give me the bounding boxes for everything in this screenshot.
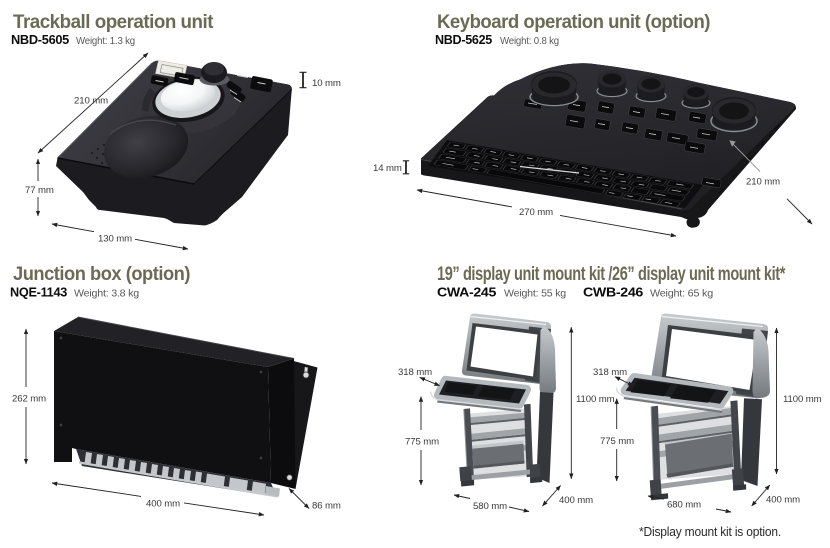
svg-text:*Display mount kit is option.: *Display mount kit is option. (639, 524, 781, 539)
svg-text:CWA-245: CWA-245 (437, 285, 496, 300)
svg-text:Junction box (option): Junction box (option) (13, 264, 190, 285)
svg-text:Weight: 0.8 kg: Weight: 0.8 kg (500, 35, 559, 47)
svg-text:NBD-5625: NBD-5625 (435, 32, 492, 47)
svg-text:775 mm: 775 mm (405, 437, 439, 448)
svg-text:19” display unit mount kit /26: 19” display unit mount kit /26” display … (437, 264, 786, 285)
svg-text:Weight: 3.8 kg: Weight: 3.8 kg (74, 288, 139, 300)
svg-text:Weight: 1.3 kg: Weight: 1.3 kg (76, 35, 135, 47)
svg-text:NQE-1143: NQE-1143 (10, 285, 67, 300)
svg-text:NBD-5605: NBD-5605 (11, 32, 69, 47)
svg-text:580 mm: 580 mm (473, 501, 507, 512)
svg-text:1100 mm: 1100 mm (576, 394, 615, 405)
svg-text:318 mm: 318 mm (398, 367, 432, 378)
svg-text:Weight: 65 kg: Weight: 65 kg (650, 288, 713, 300)
svg-text:86 mm: 86 mm (312, 501, 341, 512)
svg-text:400 mm: 400 mm (146, 499, 180, 510)
svg-text:Keyboard operation unit (optio: Keyboard operation unit (option) (437, 12, 710, 33)
svg-text:Trackball operation unit: Trackball operation unit (13, 12, 214, 33)
svg-text:775 mm: 775 mm (600, 436, 634, 447)
svg-text:680 mm: 680 mm (667, 500, 701, 511)
svg-text:210 mm: 210 mm (74, 96, 108, 107)
svg-text:400 mm: 400 mm (559, 495, 593, 506)
svg-text:77 mm: 77 mm (25, 185, 54, 196)
svg-text:262 mm: 262 mm (12, 394, 46, 405)
svg-text:14 mm: 14 mm (373, 163, 402, 174)
svg-text:10 mm: 10 mm (312, 78, 341, 89)
svg-text:270 mm: 270 mm (519, 207, 553, 218)
svg-text:130 mm: 130 mm (98, 234, 132, 245)
svg-text:400 mm: 400 mm (766, 495, 800, 506)
svg-text:CWB-246: CWB-246 (583, 285, 643, 300)
svg-text:318 mm: 318 mm (593, 367, 627, 378)
svg-text:210 mm: 210 mm (746, 177, 780, 188)
svg-text:1100 mm: 1100 mm (783, 394, 822, 405)
svg-text:Weight: 55 kg: Weight: 55 kg (504, 288, 566, 300)
